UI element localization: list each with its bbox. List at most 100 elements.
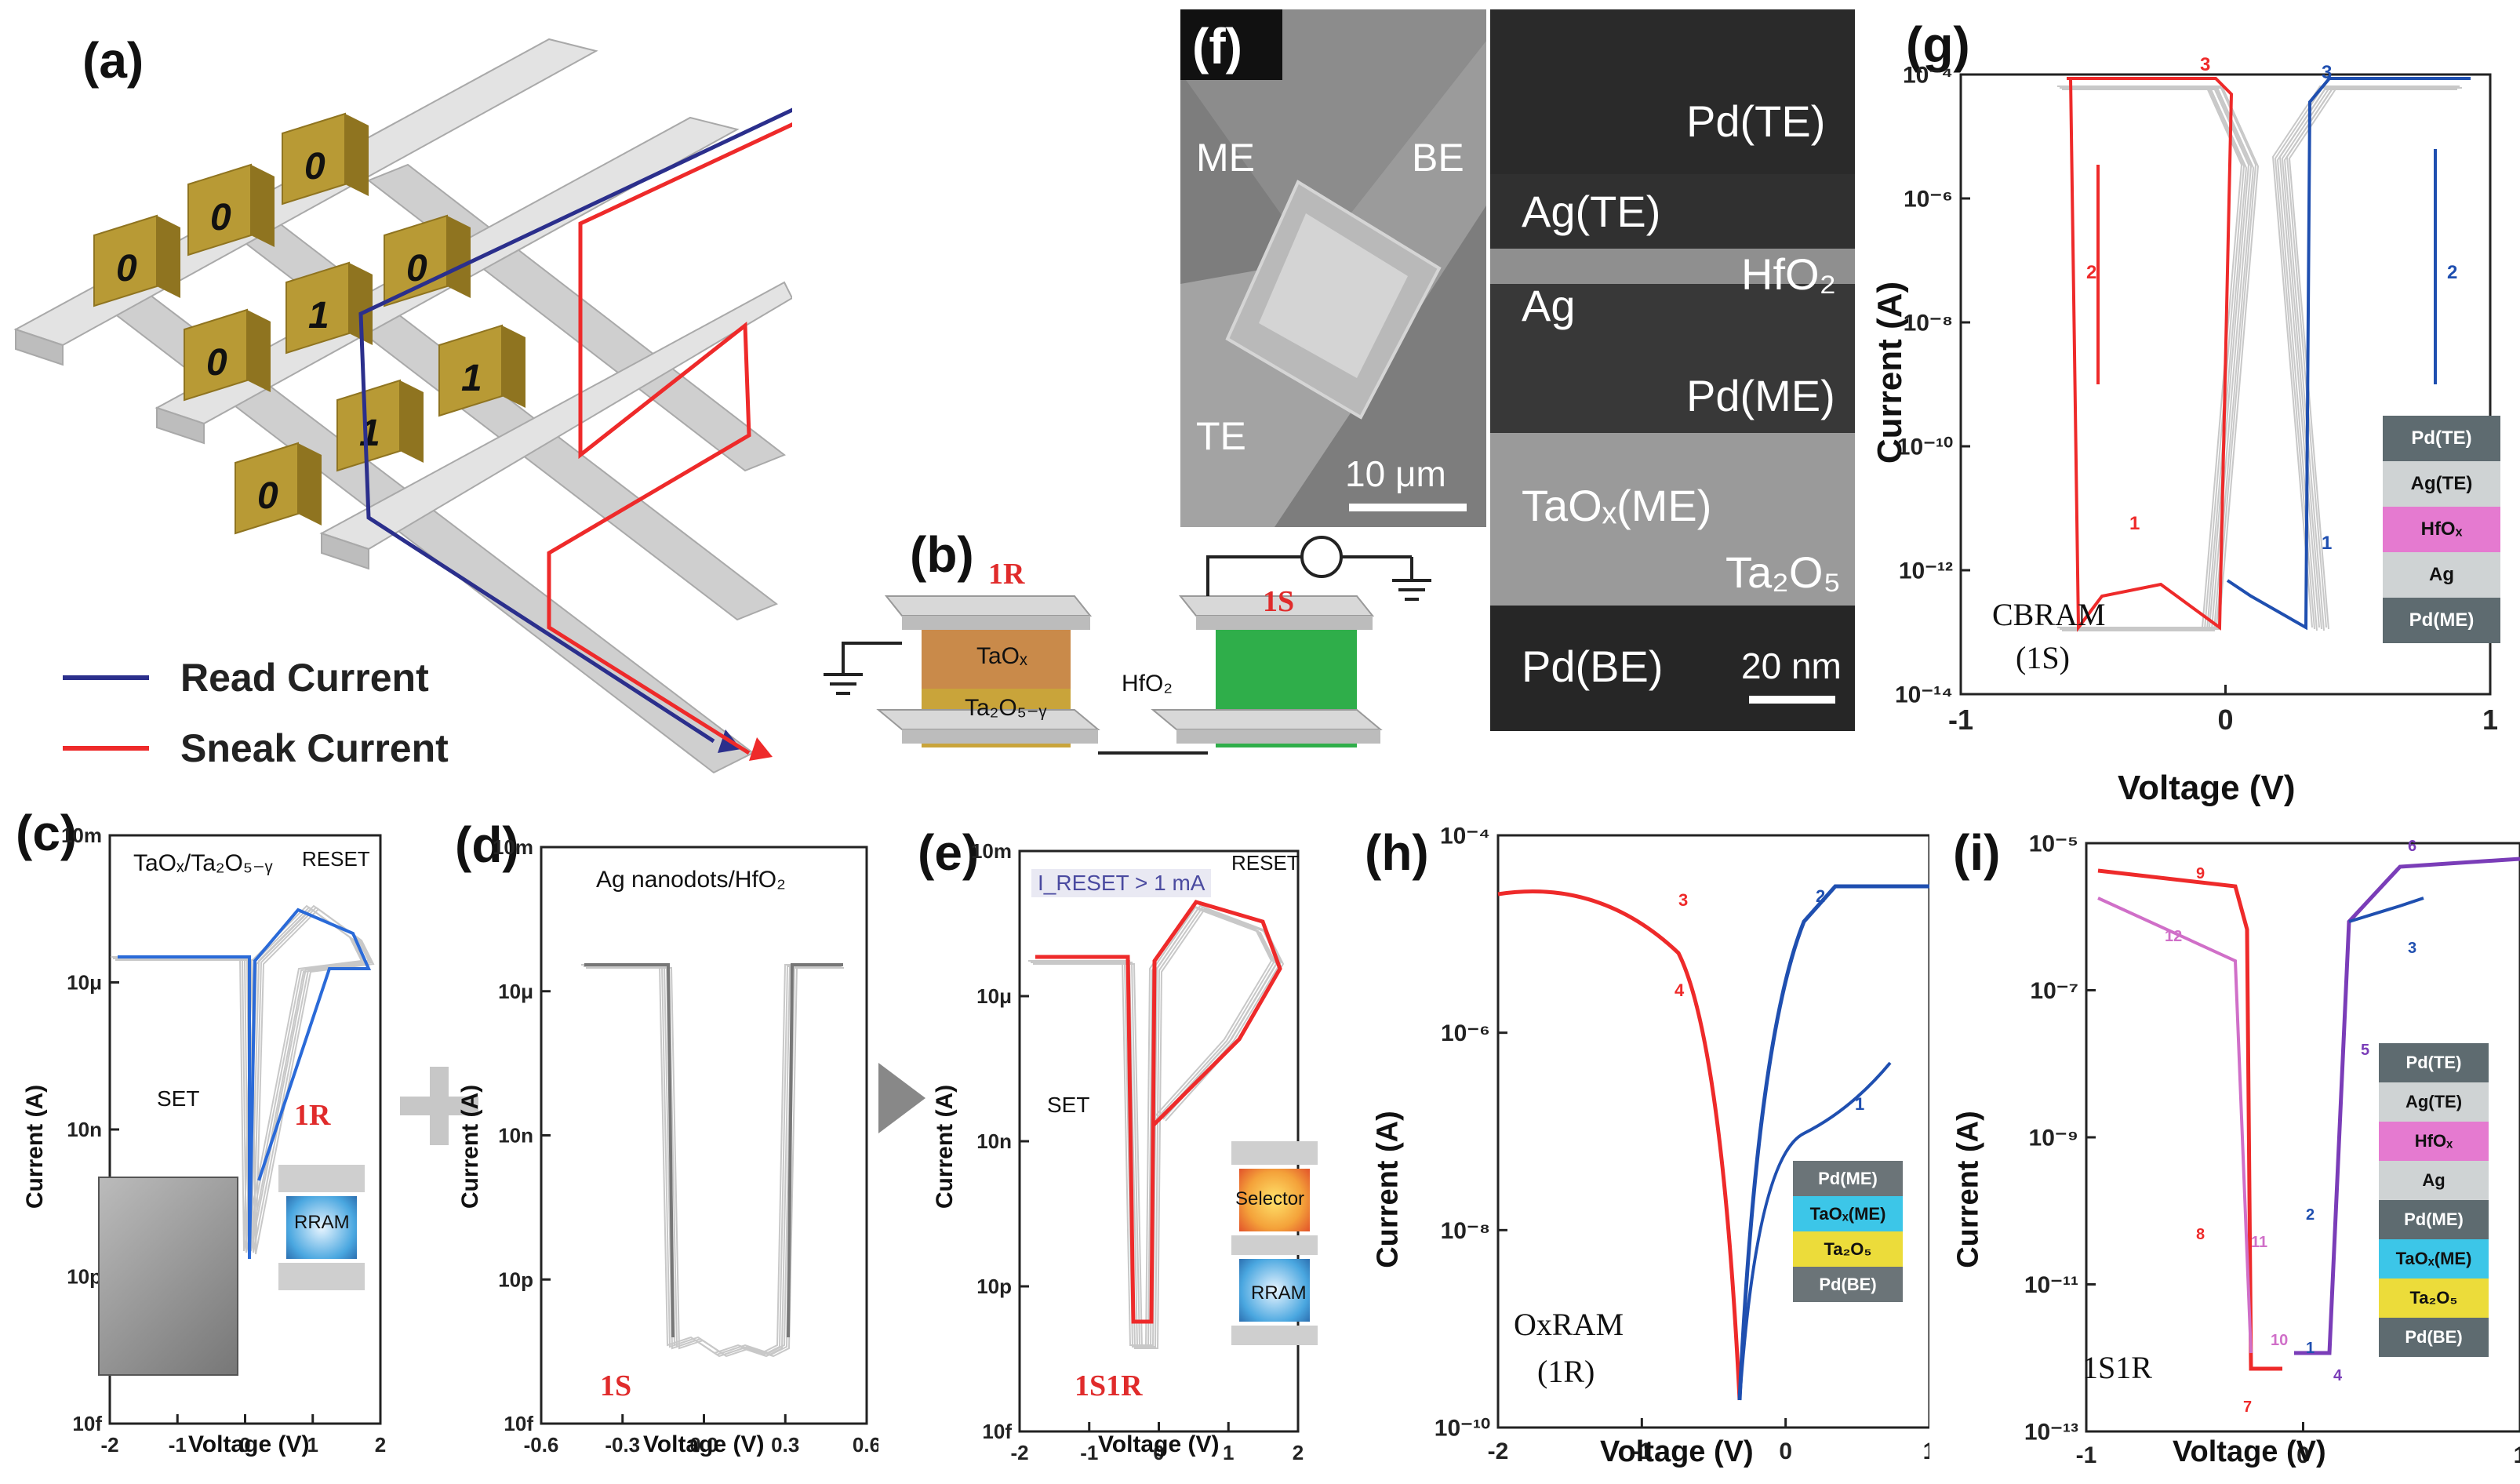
tem-layer-hfo2 xyxy=(1490,249,1855,284)
d-axes-frame xyxy=(540,846,868,1425)
e-xtick-label: -2 xyxy=(1010,1441,1028,1464)
i-ytick-label: 10⁻⁵ xyxy=(2029,831,2078,857)
c-xtick-label: 2 xyxy=(375,1433,386,1457)
stack-i-layer-2: HfOₓ xyxy=(2379,1122,2489,1161)
i-arrow-label: 5 xyxy=(2361,1042,2369,1059)
panel-label-e: (e) xyxy=(918,824,980,881)
sem-label-be: BE xyxy=(1412,136,1464,180)
g-xtick-label: 1 xyxy=(2482,704,2498,736)
c-ytick-label: 10f xyxy=(72,1412,102,1435)
device-sub-g: (1S) xyxy=(2016,640,2070,675)
layer-taox-label: TaOₓ xyxy=(976,643,1027,669)
stack-i-layer-6: Ta₂O₅ xyxy=(2379,1278,2489,1318)
memory-cell-value: 1 xyxy=(308,295,329,336)
e-ytick-label: 10m xyxy=(971,839,1012,863)
d-ytick-label: 10n xyxy=(498,1124,533,1148)
i-xtick-label: -1 xyxy=(2076,1442,2097,1468)
d-gray-cycle xyxy=(591,966,842,1356)
d-xtick-label: 0.6 xyxy=(853,1433,878,1457)
g-ytick-label: 10⁻¹⁴ xyxy=(1895,682,1953,708)
read-current-path xyxy=(358,45,927,744)
i-series-red xyxy=(2097,868,2282,1371)
sem-scale-text: 10 μm xyxy=(1345,453,1446,494)
e-ytick-label: 10f xyxy=(982,1420,1012,1443)
c-gray-cycle xyxy=(113,906,365,1253)
h-ytick-label: 10⁻⁶ xyxy=(1441,1020,1490,1046)
i-arrow-label: 6 xyxy=(2408,838,2416,855)
stack-i-layer-7: Pd(BE) xyxy=(2379,1318,2489,1357)
i-arrow-label: 3 xyxy=(2408,940,2416,957)
tem-label-pdbe: Pd(BE) xyxy=(1522,642,1664,691)
device-1r-label: 1R xyxy=(988,558,1025,591)
device-c: 1R xyxy=(294,1099,331,1132)
panel-h: (h) 10⁻⁴10⁻⁶10⁻⁸10⁻¹⁰-2-1011234 Current … xyxy=(1365,804,1929,1484)
e-xtick-label: -1 xyxy=(1080,1441,1098,1464)
d-gray-cycle xyxy=(586,967,837,1358)
d-xtick-label: 0.3 xyxy=(771,1433,799,1457)
memory-cell-side xyxy=(345,114,369,196)
h-arrow-label: 3 xyxy=(1678,890,1688,910)
set-c: SET xyxy=(157,1086,200,1111)
d-gray-cycle xyxy=(588,964,839,1355)
e-xtick-label: 2 xyxy=(1293,1441,1304,1464)
xlabel-d: Voltage (V) xyxy=(643,1431,765,1457)
memory-cell-side xyxy=(349,263,373,345)
tem-label-pdme: Pd(ME) xyxy=(1686,371,1835,420)
i-series-blue xyxy=(2348,897,2424,923)
tem-layer-pdbe xyxy=(1490,606,1855,731)
panel-label-f-box xyxy=(1180,9,1282,80)
e-series-red xyxy=(1035,900,1282,1324)
ylabel-h: Current (A) xyxy=(1371,1111,1405,1268)
memory-cell-value: 0 xyxy=(304,146,325,187)
stack-i-layer-4: Pd(ME) xyxy=(2379,1200,2489,1239)
c-ytick-label: 10p xyxy=(67,1265,102,1289)
c-series-blue xyxy=(118,907,372,1260)
g-arrow-label: 3 xyxy=(2200,54,2210,75)
c-xtick-label: -2 xyxy=(100,1433,118,1457)
g-series-red xyxy=(2067,77,2234,632)
memory-cell-value: 0 xyxy=(257,475,278,517)
sem-image xyxy=(1180,9,1486,527)
sem-inset-c xyxy=(98,1177,238,1376)
g-ytick-label: 10⁻⁶ xyxy=(1904,187,1953,213)
panel-label-d: (d) xyxy=(455,817,519,873)
ylabel-i: Current (A) xyxy=(1951,1111,1985,1268)
h-series-blue-low xyxy=(1738,1061,1892,1401)
panel-label-h: (h) xyxy=(1365,824,1429,881)
h-xtick-label: -2 xyxy=(1488,1439,1509,1464)
g-arrow-label: 2 xyxy=(2447,262,2457,283)
d-gray-cycle xyxy=(584,966,835,1356)
xlabel-e: Voltage (V) xyxy=(1098,1431,1220,1457)
h-arrow-label: 1 xyxy=(1855,1094,1864,1114)
sem-scale-bar xyxy=(1349,504,1467,511)
i-arrow-label: 11 xyxy=(2251,1234,2267,1251)
g-ytick-label: 10⁻⁴ xyxy=(1903,63,1953,89)
xlabel-h: Voltage (V) xyxy=(1600,1435,1754,1468)
g-series-blue xyxy=(2226,77,2471,631)
device-h: OxRAM xyxy=(1514,1307,1624,1342)
memory-cell-value: 1 xyxy=(461,358,482,399)
d-ytick-label: 10p xyxy=(498,1268,533,1291)
ylabel-c: Current (A) xyxy=(22,1084,48,1209)
d-xtick-label: 0.0 xyxy=(689,1433,718,1457)
stack-i-layer-3: Ag xyxy=(2379,1161,2489,1200)
g-gray-cycle xyxy=(2069,89,2255,631)
i-ytick-label: 10⁻⁹ xyxy=(2029,1126,2078,1151)
stack-g: Pd(TE) Ag(TE) HfOₓ Ag Pd(ME) xyxy=(2383,416,2500,643)
reset-e: RESET xyxy=(1231,851,1300,875)
tem-label-pdte: Pd(TE) xyxy=(1686,96,1826,146)
d-gray-cycle xyxy=(581,964,832,1355)
device-i: 1S1R xyxy=(2082,1350,2152,1385)
i-arrow-label: 8 xyxy=(2196,1226,2205,1243)
h-xtick-label: -1 xyxy=(1631,1439,1653,1464)
stack-g-layer-0: Pd(TE) xyxy=(2383,416,2500,461)
title-d: Ag nanodots/HfO₂ xyxy=(596,867,786,893)
h-series-blue xyxy=(1737,884,1929,1401)
tem-layer-pdte xyxy=(1490,9,1855,174)
tem-layer-taox xyxy=(1490,433,1855,606)
memory-cell-side xyxy=(447,216,471,298)
sneak-current-path xyxy=(547,53,943,755)
device-sub-h: (1R) xyxy=(1537,1354,1595,1389)
